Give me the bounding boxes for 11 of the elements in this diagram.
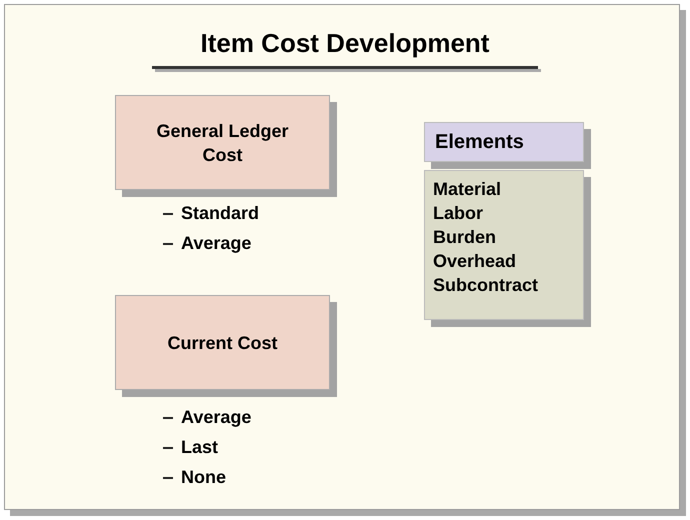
list-item: Burden bbox=[433, 226, 496, 249]
list-item: Last bbox=[181, 436, 218, 458]
list-item: Material bbox=[433, 178, 502, 201]
list-item: Average bbox=[181, 406, 252, 428]
list-item: None bbox=[181, 466, 226, 488]
list-item: Subcontract bbox=[433, 274, 538, 297]
list-item: Standard bbox=[181, 202, 260, 224]
list-item: Labor bbox=[433, 202, 484, 225]
slide-title: Item Cost Development bbox=[200, 28, 490, 59]
list-item: Average bbox=[181, 232, 252, 254]
list-item: Overhead bbox=[433, 250, 516, 273]
